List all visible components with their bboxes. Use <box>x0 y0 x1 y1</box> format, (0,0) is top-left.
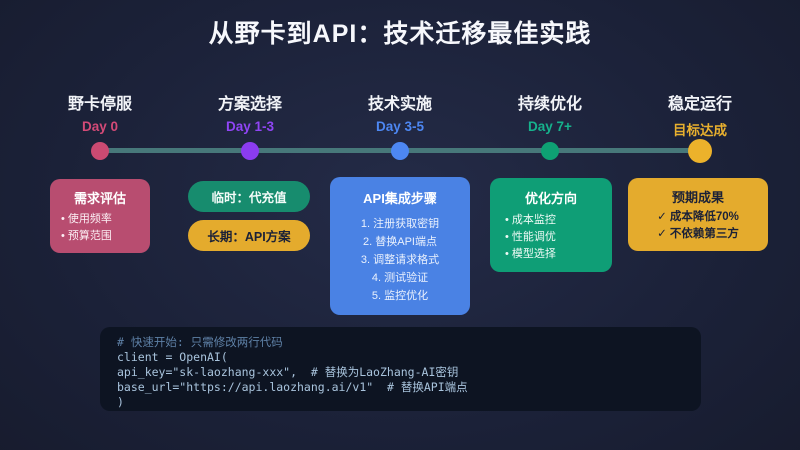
milestone-day0: 野卡停服 Day 0 <box>30 90 170 160</box>
milestone-goal: 稳定运行 目标达成 <box>630 90 770 163</box>
milestone-day7: 持续优化 Day 7+ <box>480 90 620 160</box>
milestone-dot <box>241 142 259 160</box>
code-comment-line: # 快速开始: 只需修改两行代码 <box>117 335 283 349</box>
assessment-item: • 使用频率 <box>61 213 112 225</box>
milestone-day1-3: 方案选择 Day 1-3 <box>180 90 320 160</box>
api-step: 2. 替换API端点 <box>363 236 437 248</box>
optimization-item: • 成本监控 <box>505 214 556 226</box>
api-step: 1. 注册获取密钥 <box>360 218 440 230</box>
api-step: 5. 监控优化 <box>371 290 429 302</box>
milestone-subtitle: Day 1-3 <box>225 119 275 134</box>
milestone-title: 稳定运行 <box>667 96 732 113</box>
assessment-card-title: 需求评估 <box>73 191 126 206</box>
milestone-subtitle: Day 3-5 <box>375 119 425 134</box>
optimization-card-title: 优化方向 <box>524 191 577 206</box>
long-option-pill: 长期：API方案 <box>188 220 310 251</box>
milestone-title: 持续优化 <box>517 96 582 113</box>
api-steps-card: API集成步骤 1. 注册获取密钥 2. 替换API端点 3. 调整请求格式 4… <box>330 177 470 315</box>
milestone-subtitle: 目标达成 <box>673 123 727 138</box>
assessment-card: 需求评估 • 使用频率 • 预算范围 <box>50 179 150 253</box>
outcomes-card-title: 预期成果 <box>671 190 724 205</box>
code-line: base_url="https://api.laozhang.ai/v1" # … <box>117 380 468 394</box>
milestone-dot <box>688 139 712 163</box>
assessment-item: • 预算范围 <box>61 230 112 242</box>
milestone-title: 技术实施 <box>367 96 432 113</box>
milestone-dot <box>541 142 559 160</box>
outcomes-card: 预期成果 ✓ 成本降低70% ✓ 不依赖第三方 <box>628 178 768 251</box>
optimization-item: • 模型选择 <box>505 248 556 260</box>
temp-option-pill: 临时：代充值 <box>188 181 310 212</box>
milestone-subtitle: Day 0 <box>81 119 119 134</box>
code-line: ) <box>117 395 124 409</box>
milestone-title: 方案选择 <box>217 96 282 113</box>
api-step: 4. 测试验证 <box>371 272 429 284</box>
code-line: client = OpenAI( <box>117 350 228 364</box>
api-steps-card-title: API集成步骤 <box>363 191 437 206</box>
code-snippet: # 快速开始: 只需修改两行代码 client = OpenAI( api_ke… <box>100 327 701 411</box>
milestone-subtitle: Day 7+ <box>528 119 572 134</box>
page-title: 从野卡到API：技术迁移最佳实践 <box>208 20 592 48</box>
milestone-dot <box>91 142 109 160</box>
code-line: api_key="sk-laozhang-xxx", # 替换为LaoZhang… <box>117 365 459 379</box>
optimization-card: 优化方向 • 成本监控 • 性能调优 • 模型选择 <box>490 178 612 272</box>
milestone-dot <box>391 142 409 160</box>
milestone-day3-5: 技术实施 Day 3-5 <box>330 90 470 160</box>
outcome-item: ✓ 成本降低70% <box>657 211 739 223</box>
api-step: 3. 调整请求格式 <box>360 254 440 266</box>
outcome-item: ✓ 不依赖第三方 <box>657 228 739 240</box>
milestone-title: 野卡停服 <box>67 96 132 113</box>
optimization-item: • 性能调优 <box>505 231 556 243</box>
